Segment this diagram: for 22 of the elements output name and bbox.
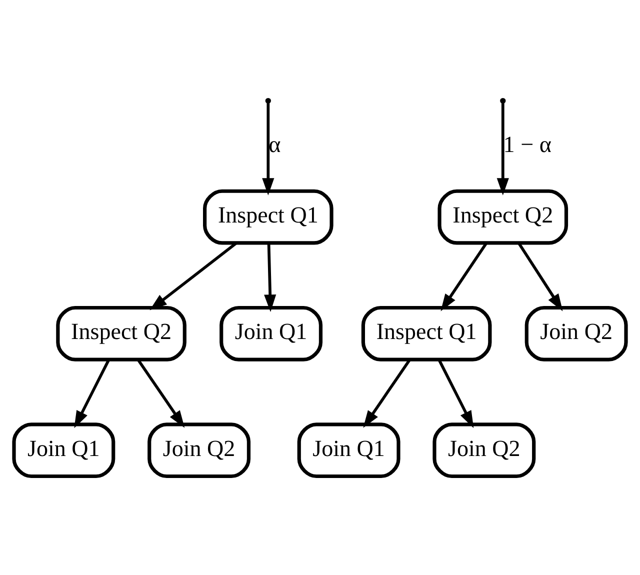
node-box: Join Q1 [297, 422, 400, 478]
arrow [518, 242, 563, 311]
arrow [262, 101, 274, 195]
node-box: Join Q2 [148, 422, 251, 478]
arrow [74, 358, 110, 428]
node-box: Inspect Q1 [361, 305, 492, 361]
node-box: Inspect Q2 [438, 188, 568, 244]
arrow [264, 242, 276, 312]
node-box: Join Q2 [524, 305, 628, 361]
node-box: Join Q1 [12, 422, 116, 478]
arrow [440, 242, 488, 311]
edge-label: α [268, 130, 281, 156]
arrow [363, 358, 411, 428]
node-box: Inspect Q2 [56, 305, 186, 361]
arrow [136, 358, 185, 428]
edge-label: 1 − α [503, 130, 552, 156]
node-box: Join Q1 [220, 305, 323, 361]
node-box: Inspect Q1 [203, 188, 334, 244]
arrow [496, 101, 509, 195]
node-box: Join Q2 [432, 422, 536, 478]
arrow [438, 358, 474, 428]
arrow [150, 242, 238, 310]
